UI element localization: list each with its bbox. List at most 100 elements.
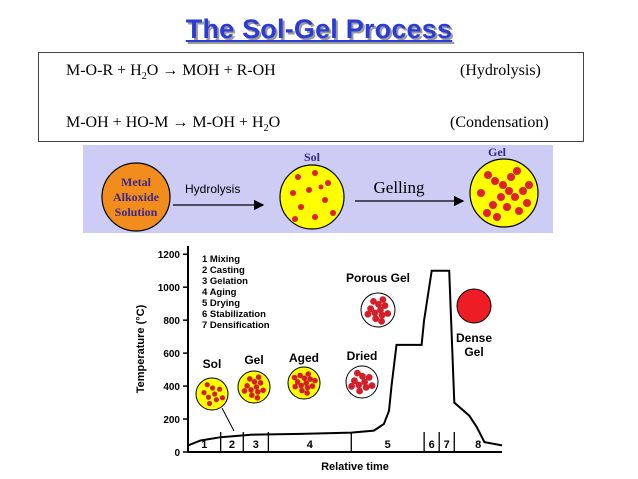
eq1-reactants: M-O-R + H [66,62,142,79]
eq2-products-rest: O [268,114,281,131]
legend-item: 1 Mixing [202,254,240,265]
aged-particle [304,384,311,391]
sol-particle [212,391,218,397]
stage-number: 8 [475,439,481,451]
gel-particle [257,380,264,386]
state-label-dense-gel: Gel [464,345,483,359]
dense-gel-circle [456,288,492,324]
porous-gel-particle [377,306,384,314]
state-label-aged: Aged [289,351,319,365]
aged-particle [297,372,303,379]
alkoxide-line-3: Solution [115,205,158,219]
eq1-arrow: → [162,62,179,79]
sol-particle [204,382,210,388]
gel-particle [255,389,261,395]
sol-particle [217,386,223,392]
dried-particle [362,384,370,391]
sol-particle [219,395,226,401]
sol-particle [213,397,219,403]
porous-gel-particle [371,309,379,317]
sol-circle [279,164,345,230]
alkoxide-circle [101,162,171,232]
state-label-porous-gel: Porous Gel [346,271,410,285]
sol-particle [201,390,207,396]
dried-particle [356,387,363,395]
stage-number: 1 [201,439,207,451]
eq1-subscript: 2 [141,71,147,83]
gel-particle [244,383,250,389]
stage-number: 6 [429,439,435,451]
hydrolysis-label: (Hydrolysis) [460,62,541,79]
stage-number: 5 [385,439,391,451]
gel-particle [253,384,260,390]
dried-particle [359,372,366,380]
gel-particle [251,379,258,385]
gelling-label: Gelling [374,178,425,197]
aged-particle [309,383,316,389]
state-label-gel: Gel [244,353,263,367]
y-axis-title: Temperature (°C) [135,304,147,393]
aged-particle [294,379,301,385]
porous-gel-particle [381,302,389,309]
scheme-diagram: Metal Alkoxide Solution Hydrolysis Sol G… [101,145,539,232]
eq1-reactants-rest: O [146,62,159,79]
state-label-sol: Sol [203,357,222,371]
gel-particle [249,392,255,398]
aged-particle [298,382,304,389]
sol-particle [206,400,213,407]
sol-particle [205,394,212,400]
legend-item: 4 Aging [202,287,237,298]
gel-particle [255,374,262,380]
gel-particle [260,387,266,394]
sol-pointer [221,407,235,432]
y-tick-label: 1200 [158,250,181,261]
aged-particle [291,374,298,381]
stage-number: 3 [253,439,259,451]
legend-item: 5 Drying [202,298,240,309]
eq1-products: MOH + R-OH [182,62,276,79]
eq2-products: M-OH + H [192,114,264,131]
legend-item: 3 Gelation [202,276,248,287]
dried-particle [365,374,373,381]
y-tick-label: 400 [163,382,180,393]
gel-particle [254,395,261,401]
porous-gel-particle [379,296,387,303]
dried-particle [351,377,358,385]
porous-gel-particle [375,301,382,308]
porous-gel-particle [372,315,380,323]
dried-particle [348,382,355,390]
hydrolysis-equation: M-O-R + H2O → MOH + R-OH [66,62,276,82]
alkoxide-line-1: Metal [121,175,152,189]
x-axis-title: Relative time [321,461,389,473]
stage-number: 4 [307,439,314,451]
condensation-label: (Condensation) [450,114,549,131]
page-title: The Sol-Gel Process [185,14,453,44]
legend-item: 6 Stabilization [202,309,266,320]
dried-particle [355,381,363,389]
aged-particle [307,376,313,382]
legend-item: 7 Densification [202,320,270,331]
hydrolysis-arrow-label: Hydrolysis [185,182,240,196]
eq2-reactants: M-OH + HO-M [66,114,169,131]
y-tick-label: 0 [174,448,180,459]
aged-particle [304,390,310,396]
eq2-arrow: → [172,114,189,131]
porous-gel-particle [378,311,386,319]
state-label-dense: Dense [456,331,492,345]
porous-gel-particle [378,318,385,325]
y-tick-label: 1000 [158,283,181,294]
porous-gel-particle [370,298,377,305]
aged-particle [292,383,298,390]
sol-label: Sol [304,150,321,164]
condensation-equation: M-OH + HO-M → M-OH + H2O [66,114,280,134]
temperature-curve [187,269,503,447]
state-label-dried: Dried [347,349,378,363]
sol-particles [290,170,336,222]
aged-particle [312,377,318,384]
equation-box [38,52,584,142]
eq2-subscript: 2 [263,123,269,135]
gel-particle [241,388,248,394]
alkoxide-line-2: Alkoxide [113,190,160,204]
gel-particle [248,387,254,393]
y-tick-label: 800 [163,316,180,327]
